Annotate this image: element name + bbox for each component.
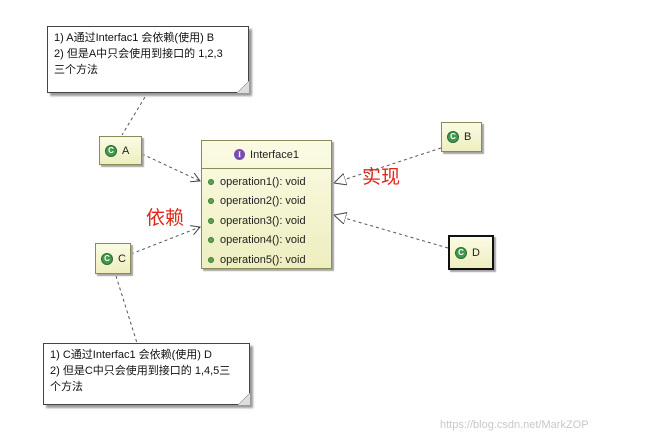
class-icon: C <box>455 246 467 259</box>
class-b[interactable]: C B <box>441 122 482 152</box>
class-b-name: B <box>464 131 472 143</box>
watermark: https://blog.csdn.net/MarkZOP <box>440 419 589 431</box>
dependency-a-to-interface <box>141 153 200 181</box>
interface-interface1[interactable]: I Interface1 operation1(): void operatio… <box>201 140 332 269</box>
operation-item[interactable]: operation1(): void <box>208 172 331 192</box>
operation-item[interactable]: operation5(): void <box>208 250 331 270</box>
note-c-line-1: 1) C通过Interfac1 会依赖(使用) D <box>50 349 212 361</box>
note-fold-corner <box>237 81 249 93</box>
class-icon: C <box>447 131 459 143</box>
interface-header: I Interface1 <box>202 141 331 169</box>
public-method-icon <box>208 217 214 224</box>
operation-label: operation3(): void <box>220 214 306 227</box>
interface-name: Interface1 <box>250 148 299 161</box>
public-method-icon <box>208 237 214 244</box>
class-icon: C <box>101 252 113 265</box>
note-c[interactable]: 1) C通过Interfac1 会依赖(使用) D 2) 但是C中只会使用到接口… <box>43 343 250 405</box>
public-method-icon <box>208 256 214 263</box>
class-c[interactable]: C C <box>95 243 131 274</box>
note-c-line-2: 2) 但是C中只会使用到接口的 1,4,5三 <box>50 365 231 377</box>
class-d-name: D <box>472 246 480 259</box>
note-a-line-1: 1) A通过Interfac1 会依赖(使用) B <box>54 32 215 44</box>
class-c-name: C <box>118 252 126 265</box>
note-fold-corner <box>238 393 250 405</box>
class-icon: C <box>105 144 117 157</box>
realization-b-to-interface <box>334 147 442 183</box>
class-a-name: A <box>122 144 130 157</box>
public-method-icon <box>208 198 214 205</box>
note-a-line-3: 三个方法 <box>54 64 98 76</box>
note-a-anchor <box>121 91 149 136</box>
note-c-anchor <box>115 275 138 344</box>
operation-label: operation1(): void <box>220 175 306 188</box>
operation-label: operation4(): void <box>220 234 306 247</box>
operation-item[interactable]: operation3(): void <box>208 211 331 231</box>
operation-label: operation5(): void <box>220 253 306 266</box>
interface-icon: I <box>234 149 246 160</box>
operation-label: operation2(): void <box>220 195 306 208</box>
label-implement: 实现 <box>362 166 401 188</box>
dependency-c-to-interface <box>130 227 200 255</box>
realization-d-to-interface <box>334 215 449 249</box>
operation-list: operation1(): void operation2(): void op… <box>202 169 331 270</box>
class-d[interactable]: C D <box>448 235 494 270</box>
note-a[interactable]: 1) A通过Interfac1 会依赖(使用) B 2) 但是A中只会使用到接口… <box>47 26 249 93</box>
note-a-line-2: 2) 但是A中只会使用到接口的 1,2,3 <box>54 48 223 60</box>
public-method-icon <box>208 178 214 185</box>
operation-item[interactable]: operation4(): void <box>208 231 331 251</box>
note-c-line-3: 个方法 <box>50 381 83 393</box>
operation-item[interactable]: operation2(): void <box>208 192 331 212</box>
label-depend: 依赖 <box>146 207 185 229</box>
class-a[interactable]: C A <box>99 136 142 165</box>
